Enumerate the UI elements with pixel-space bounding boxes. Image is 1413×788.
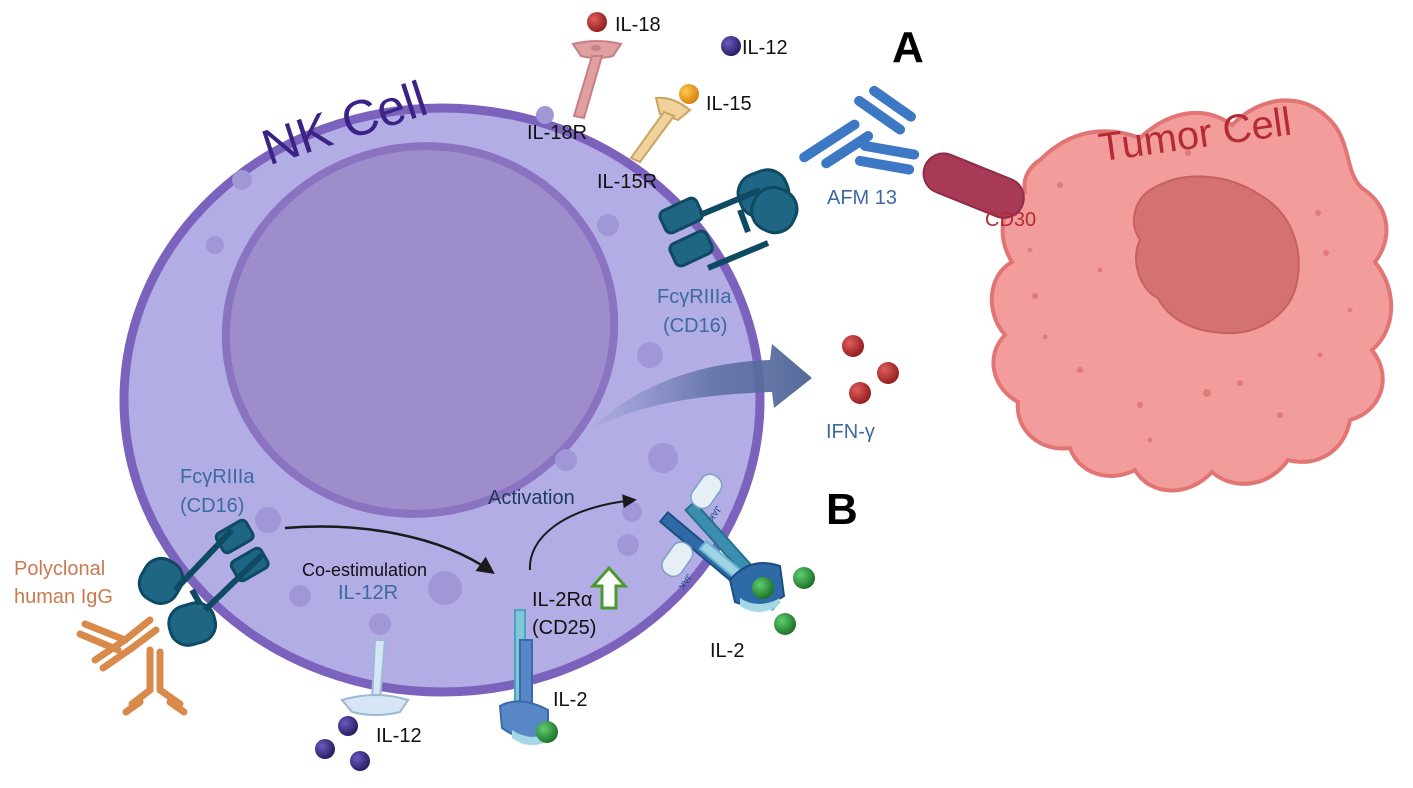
il2-bead-left [536,721,558,743]
il2-beads-right [752,567,815,635]
il15r-receptor [629,96,692,164]
fcgr-top-label-1: FcγRIIIa [657,286,732,308]
fcgr-bottom-receptor [137,518,270,647]
co-estimulation-label: Co-estimulation [302,560,427,580]
afm13-label: AFM 13 [827,187,897,209]
tumor-cell-dots [1027,150,1353,443]
il12r-label: IL-12R [338,582,398,604]
tumor-cell-nucleus [1132,175,1300,335]
polyclonal-label-1: Polyclonal [14,558,105,580]
nk-cell-nucleus [221,142,619,518]
il2-receptor-right [658,500,786,612]
ifn-gamma-beads [842,335,899,404]
il18-bead [587,12,607,32]
tumor-cell: Tumor Cell [989,98,1394,493]
polyclonal-label-2: human IgG [14,586,113,608]
co-stimulation-arrow [284,525,495,575]
il2-receptor-left [498,609,549,746]
afm13-antibody [799,85,920,175]
activation-flow-arrow [590,344,812,430]
il18r-receptor [571,40,623,120]
cd30-label: CD30 [985,209,1036,231]
il12r-receptor [340,639,410,716]
il12-top-label: IL-12 [742,37,788,59]
il2-left-label: IL-2 [553,689,587,711]
panel-a-label: A [892,23,924,72]
il15r-label: IL-15R [597,171,657,193]
il2ra-label-2: (CD25) [532,617,596,639]
nk-cell: NK Cell [119,70,765,697]
il12-bottom-beads [315,716,370,771]
il12-top-group: IL-12 [721,36,788,59]
il15-bead [679,84,699,104]
il15-label: IL-15 [706,93,752,115]
fcgr-bottom-label-1: FcγRIIIa [180,466,255,488]
ifn-gamma-label: IFN-γ [826,421,875,443]
fcgr-top-label-2: (CD16) [663,315,727,337]
activation-arrow [528,494,637,571]
polyclonal-igg-antibodies [76,616,188,716]
upregulation-arrow [589,565,629,610]
il15-group: IL-15 IL-15R [597,84,752,193]
fcgr-bottom-label-2: (CD16) [180,495,244,517]
il2ra-label-1: IL-2Rα [532,589,592,611]
il18-group: IL-18 IL-18R [527,12,661,144]
il12-bottom-label: IL-12 [376,725,422,747]
cd30-receptor [922,152,1025,219]
il12-top-bead [721,36,741,56]
il2-right-label: IL-2 [710,640,744,662]
panel-b-label: B [826,485,858,534]
fcgr-top-receptor [658,168,799,271]
activation-label: Activation [488,487,575,509]
nk-cell-granules [206,106,678,635]
il18-label: IL-18 [615,14,661,36]
il18r-label: IL-18R [527,122,587,144]
